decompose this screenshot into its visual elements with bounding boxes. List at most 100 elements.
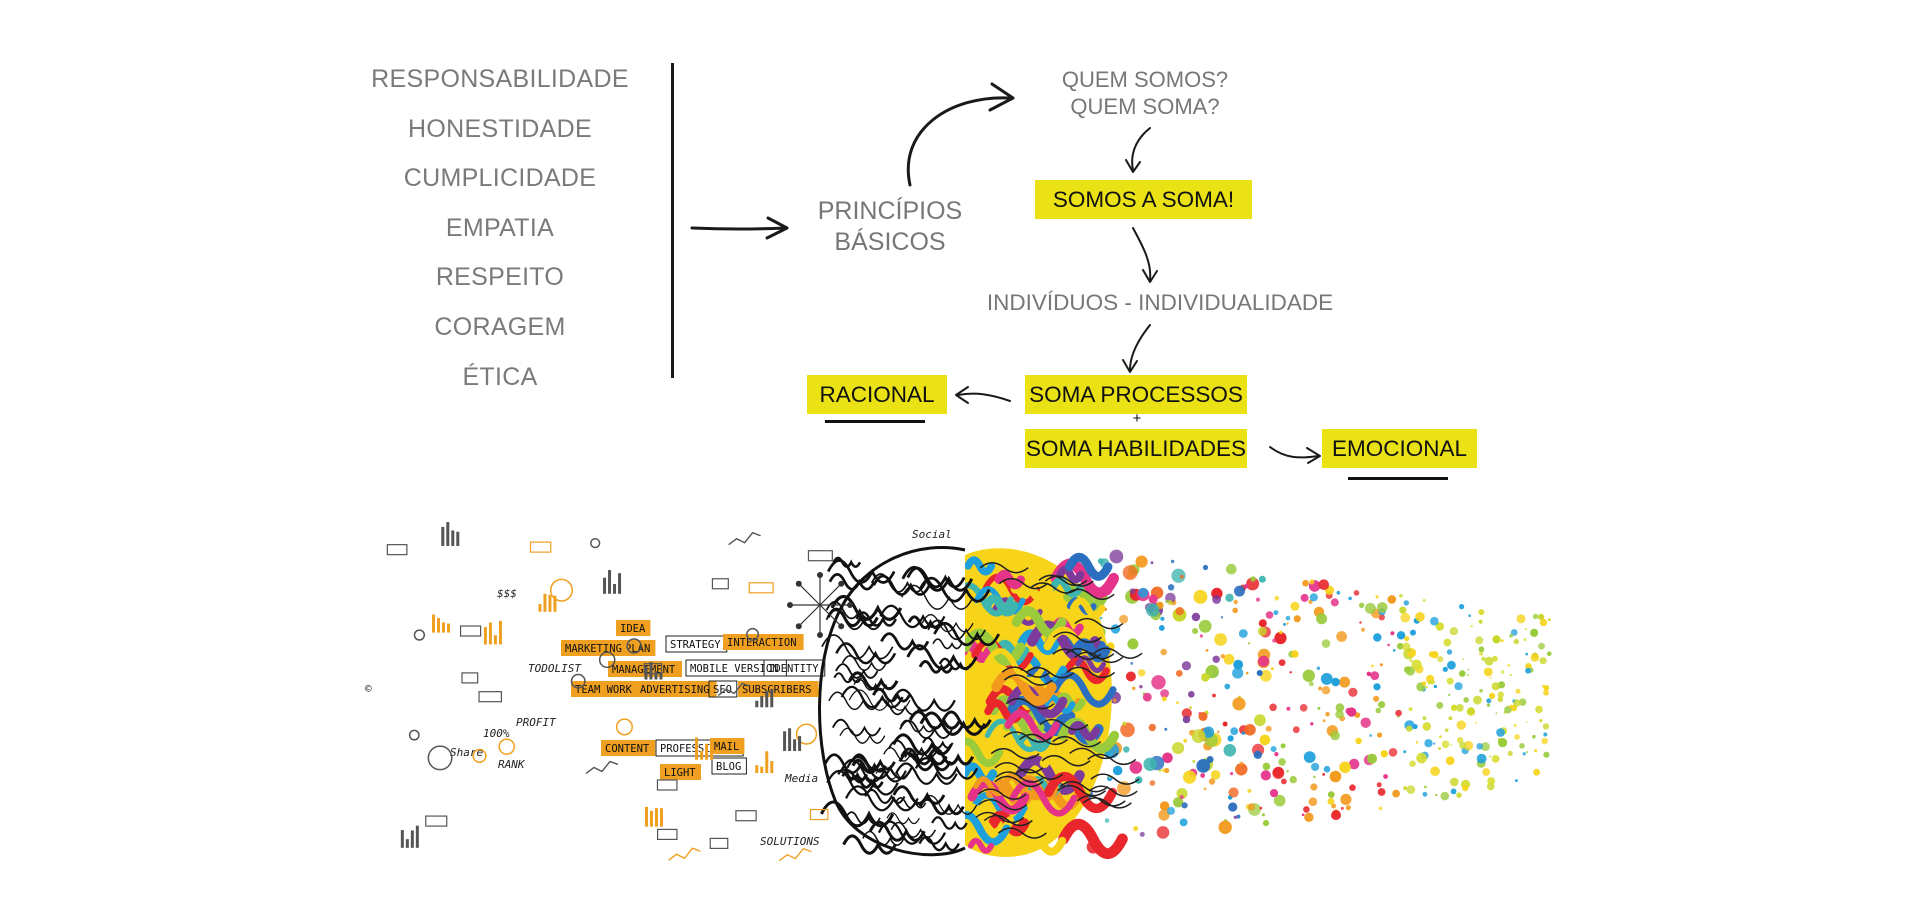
paint-drop: [1359, 621, 1362, 624]
emocional-underline: [1348, 477, 1448, 480]
paint-drop: [1214, 633, 1227, 646]
paint-drop: [1120, 722, 1135, 738]
brain-stroke: [970, 792, 1028, 824]
paint-drop: [1285, 615, 1291, 621]
brain-stroke: [820, 800, 895, 828]
paint-drop: [1470, 625, 1473, 628]
brain-stroke: [1049, 577, 1084, 598]
paint-drop: [1274, 631, 1287, 645]
paint-drop: [1159, 801, 1170, 811]
down-arrow-icon: [1132, 227, 1158, 283]
principles-label: PRINCÍPIOS BÁSICOS: [800, 196, 980, 258]
paint-drop: [1406, 785, 1416, 794]
brain-stroke: [918, 797, 965, 816]
paint-drop: [1375, 595, 1379, 599]
doodle-label: Media: [784, 772, 818, 785]
brain-stroke: [828, 573, 876, 591]
paint-drop: [1530, 628, 1539, 637]
paint-drop: [1247, 803, 1256, 811]
paint-drop: [1480, 742, 1490, 752]
paint-drop: [1269, 703, 1277, 712]
paint-drop: [1192, 759, 1196, 763]
doodle-label: STRATEGY: [670, 639, 721, 651]
paint-drop: [1366, 671, 1372, 677]
paint-drop: [1463, 740, 1474, 751]
brain-stroke: [994, 570, 1025, 590]
brain-stroke: [1043, 771, 1118, 814]
brain-stroke: [1039, 752, 1073, 774]
paint-drop: [1491, 682, 1500, 691]
paint-drop: [1543, 732, 1548, 737]
brain-stroke: [883, 747, 925, 762]
paint-drop: [1339, 676, 1351, 688]
paint-drop: [1435, 793, 1438, 797]
paint-drop: [1167, 806, 1175, 815]
brain-stroke: [892, 785, 946, 805]
doodle-label: SUBSCRIBERS: [742, 684, 812, 696]
values-list: RESPONSABILIDADE HONESTIDADE CUMPLICIDAD…: [340, 55, 660, 402]
paint-drop: [1175, 670, 1183, 677]
paint-drop: [1331, 803, 1337, 809]
paint-drop: [1443, 638, 1452, 647]
paint-drop: [1489, 676, 1492, 679]
brain-stroke: [1009, 779, 1078, 817]
right-arrow-icon: [690, 216, 789, 240]
doodle-label: SEO: [713, 684, 732, 696]
paint-drop: [1203, 787, 1207, 791]
paint-drop: [1321, 686, 1331, 695]
paint-drop: [1450, 777, 1459, 787]
paint-drop: [1112, 765, 1123, 776]
brain-stroke: [1026, 665, 1067, 688]
paint-drop: [1371, 664, 1374, 668]
value-item: CUMPLICIDADE: [403, 164, 597, 193]
paint-drop: [1478, 646, 1485, 653]
left-arrow-icon: [955, 386, 1011, 404]
curved-arrow-icon: [906, 82, 1015, 187]
brain-stroke: [1017, 629, 1061, 655]
paint-drop: [1130, 662, 1134, 665]
paint-drop: [1222, 721, 1228, 727]
paint-drop: [1201, 673, 1210, 682]
paint-drop: [1476, 753, 1487, 764]
paint-drop: [1258, 575, 1266, 583]
paint-drop: [1322, 719, 1326, 723]
paint-drop: [1160, 616, 1165, 621]
paint-drop: [1538, 642, 1545, 650]
paint-drop: [1349, 784, 1356, 791]
paint-drop: [1539, 657, 1547, 665]
brain-stroke: [853, 678, 888, 691]
paint-drop: [1286, 706, 1291, 711]
doodle-label: MOBILE VERSION: [690, 663, 779, 675]
paint-drop: [1274, 752, 1279, 757]
paint-drop: [1402, 642, 1411, 651]
paint-drop: [1265, 725, 1272, 732]
paint-drop: [1467, 707, 1475, 714]
paint-drop: [1433, 742, 1436, 745]
paint-drop: [1327, 798, 1335, 805]
paint-drop: [1519, 698, 1527, 706]
paint-drop: [1220, 616, 1224, 619]
brain-stroke: [991, 668, 1057, 706]
paint-drop: [1510, 629, 1518, 636]
brain-stroke: [1063, 657, 1110, 685]
paint-drop: [1448, 693, 1451, 697]
paint-drop: [1484, 656, 1494, 666]
paint-drop: [1489, 755, 1492, 758]
paint-drop: [1542, 723, 1550, 730]
paint-drop: [1346, 707, 1357, 717]
paint-drop: [1308, 599, 1313, 604]
brain-stroke: [872, 574, 931, 596]
paint-drop: [1399, 594, 1403, 598]
paint-drop: [1156, 826, 1170, 839]
paint-drop: [1489, 692, 1496, 700]
paint-drop: [1250, 576, 1256, 582]
paint-drop: [1278, 758, 1286, 766]
doodle-label: 100%: [483, 727, 510, 740]
paint-drop: [1491, 686, 1494, 689]
paint-drop: [1541, 737, 1548, 745]
paint-drop: [1543, 689, 1549, 696]
paint-drop: [1534, 749, 1538, 753]
paint-drop: [1303, 806, 1310, 813]
paint-drop: [1162, 752, 1173, 764]
